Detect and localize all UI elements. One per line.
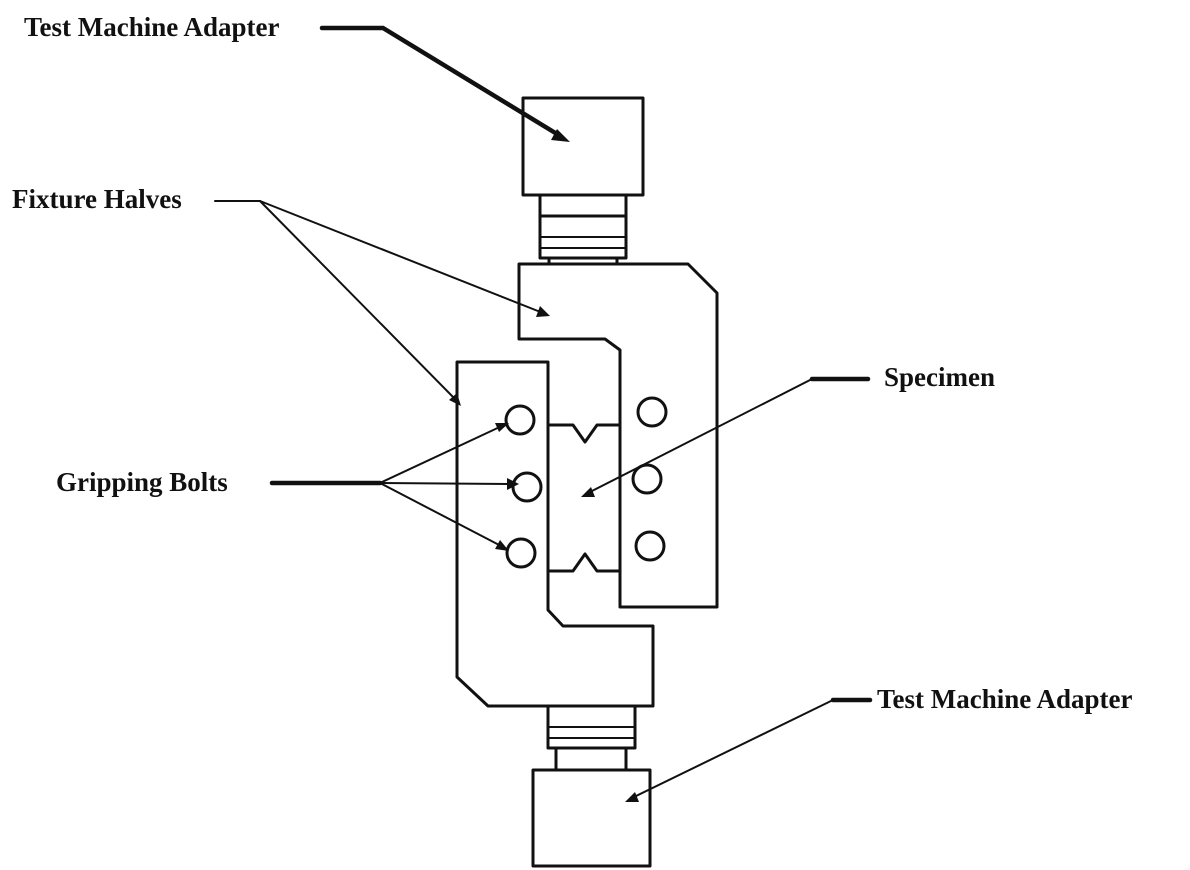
label-test-machine-adapter-bottom: Test Machine Adapter bbox=[877, 684, 1133, 714]
bolt-left-1 bbox=[504, 404, 536, 436]
bottom-adapter bbox=[531, 768, 652, 868]
leader-gripping-bolts bbox=[269, 423, 519, 551]
bolt-right-1 bbox=[636, 396, 668, 428]
label-test-machine-adapter-top: Test Machine Adapter bbox=[24, 12, 280, 42]
leader-test-machine-adapter-bottom bbox=[625, 697, 873, 802]
specimen bbox=[546, 423, 622, 573]
gripping-bolts bbox=[504, 396, 668, 569]
top-adapter bbox=[521, 96, 645, 197]
leader-specimen bbox=[581, 376, 871, 497]
leader-fixture-halves bbox=[214, 200, 550, 406]
leader-test-machine-adapter-top bbox=[319, 25, 570, 142]
label-gripping-bolts: Gripping Bolts bbox=[56, 467, 228, 497]
bolt-right-2 bbox=[631, 463, 663, 495]
bolt-right-3 bbox=[634, 530, 666, 562]
bottom-neck bbox=[546, 704, 637, 772]
bolt-left-3 bbox=[505, 537, 537, 569]
fixture-half-upper bbox=[517, 262, 719, 609]
label-specimen: Specimen bbox=[884, 362, 995, 392]
bolt-left-2 bbox=[511, 471, 543, 503]
top-neck bbox=[538, 193, 628, 266]
label-fixture-halves: Fixture Halves bbox=[12, 184, 182, 214]
